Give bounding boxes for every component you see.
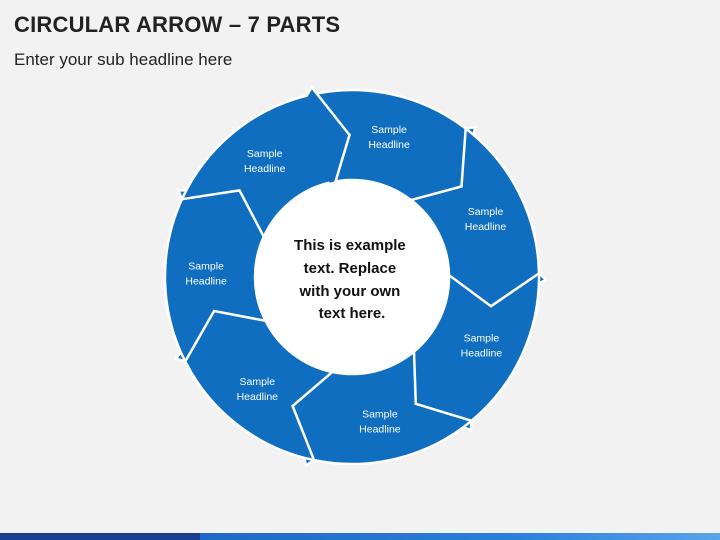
segment-label-line2: Headline — [368, 139, 410, 151]
arrow-segment-4 — [291, 349, 475, 468]
slide-title: CIRCULAR ARROW – 7 PARTS — [14, 12, 341, 37]
arrow-segment-5 — [173, 309, 336, 462]
segment-label-line1: Sample — [188, 260, 224, 272]
center-circle — [255, 180, 449, 374]
bottom-accent-bar — [0, 533, 720, 540]
center-text-line: text. Replace — [304, 260, 397, 277]
segment-label-line2: Headline — [461, 348, 503, 360]
center-text-line: text here. — [319, 305, 386, 322]
arrow-segment-2 — [408, 126, 549, 308]
segment-label-line1: Sample — [247, 148, 283, 160]
segment-label-line1: Sample — [468, 206, 504, 218]
slide-subtitle: Enter your sub headline here — [14, 50, 233, 69]
segment-label-line2: Headline — [359, 423, 401, 435]
segment-label-line2: Headline — [237, 391, 279, 403]
segment-label-line1: Sample — [239, 376, 275, 388]
center-text: This is example text. Replace with your … — [294, 237, 410, 322]
center-text-line: This is example — [294, 237, 406, 254]
bottom-bar-dark — [0, 533, 200, 540]
segment-label-line2: Headline — [465, 221, 507, 233]
segments-layer — [163, 84, 549, 468]
segment-label-line2: Headline — [244, 163, 286, 175]
segment-label-line2: Headline — [185, 275, 227, 287]
segment-label-line1: Sample — [371, 124, 407, 136]
bottom-bar-light — [200, 533, 720, 540]
segment-label-line1: Sample — [362, 408, 398, 420]
center-text-line: with your own — [299, 283, 401, 300]
arrow-segment-3 — [405, 270, 541, 433]
segment-label-line1: Sample — [464, 333, 500, 345]
